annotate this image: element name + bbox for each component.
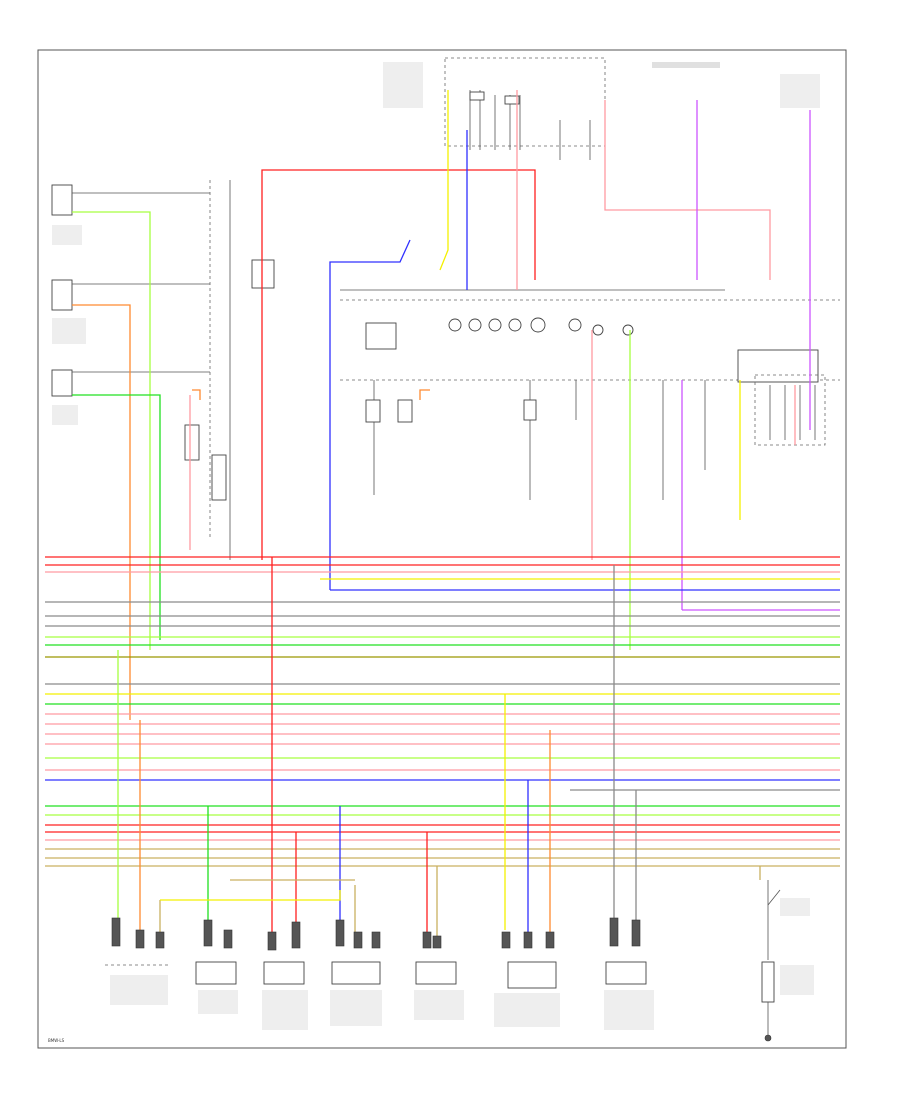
left-sensor-wires [72, 211, 191, 720]
top-relay-box [444, 57, 606, 160]
bottom-connector-1 [105, 917, 170, 1005]
diagram-frame [37, 49, 847, 1049]
connector-block-right [754, 374, 826, 446]
bottom-connector-3 [262, 921, 308, 1030]
left-sensor-1 [51, 184, 210, 245]
upper-wires [192, 90, 811, 650]
wire-bus [45, 556, 840, 867]
center-relays [365, 380, 706, 500]
bottom-connector-6 [494, 931, 560, 1027]
left-sensor-3 [51, 369, 210, 425]
bottom-connector-4 [330, 919, 382, 1026]
bus-drops [117, 557, 637, 945]
label-top-right [652, 62, 820, 108]
left-sensor-2 [51, 279, 210, 344]
corner-label: BMW-LS [48, 1038, 65, 1043]
bottom-right-switch [759, 866, 814, 1042]
central-control-unit [340, 289, 840, 383]
bottom-connector-5 [414, 931, 464, 1020]
bottom-connector-7 [604, 917, 654, 1030]
bottom-connector-2 [195, 919, 238, 1014]
left-harness [184, 180, 275, 560]
label-top-center [383, 62, 423, 108]
